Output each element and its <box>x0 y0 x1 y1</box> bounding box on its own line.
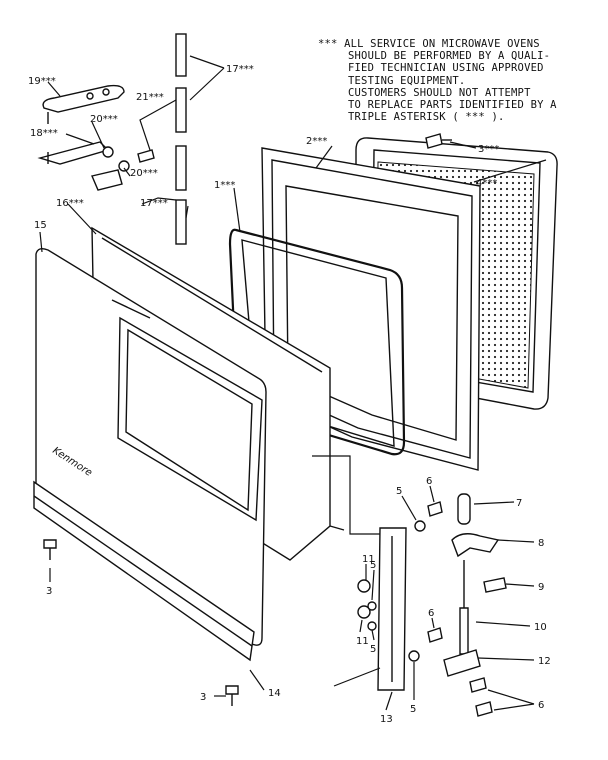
note-line-7: TRIPLE ASTERISK ( *** ). <box>348 111 505 124</box>
label-20-lower: 20*** <box>130 168 158 179</box>
screws <box>43 133 452 706</box>
label-18: 18*** <box>30 128 58 139</box>
note-line-5: CUSTOMERS SHOULD NOT ATTEMPT <box>348 86 531 99</box>
label-21: 21*** <box>136 92 164 103</box>
label-10: 10 <box>534 622 547 633</box>
label-7: 7 <box>516 498 522 509</box>
label-1: 1*** <box>214 180 235 191</box>
label-3-bottom: 3 <box>200 692 206 703</box>
label-17-lower: 17*** <box>140 198 168 209</box>
outer-door: Kenmore <box>35 247 267 646</box>
note-line-2: SHOULD BE PERFORMED BY A QUALI- <box>348 50 551 63</box>
label-12: 12 <box>538 656 551 667</box>
label-6-top: 6 <box>426 476 432 487</box>
label-15: 15 <box>34 220 47 231</box>
label-5-mid-upper: 5 <box>370 560 376 571</box>
label-17-top: 17*** <box>226 64 254 75</box>
latch-assembly <box>357 493 507 717</box>
label-19: 19*** <box>28 76 56 87</box>
label-9: 9 <box>538 582 544 593</box>
label-11-lower: 11 <box>356 636 369 647</box>
note-line-1: *** ALL SERVICE ON MICROWAVE OVENS <box>318 38 540 50</box>
leader-lines <box>39 55 547 711</box>
hinge-screws <box>102 146 155 172</box>
hinge-shims <box>175 33 187 245</box>
label-5-mid-lower: 5 <box>370 644 376 655</box>
note-line-6: TO REPLACE PARTS IDENTIFIED BY A <box>348 99 557 112</box>
note-line-3: FIED TECHNICIAN USING APPROVED <box>348 62 544 75</box>
label-4: 4*** <box>476 178 497 189</box>
label-8: 8 <box>538 538 544 549</box>
label-14: 14 <box>268 688 281 699</box>
label-5-bottom: 5 <box>410 704 416 715</box>
explosion-lines <box>312 455 381 687</box>
label-2: 2*** <box>306 136 327 147</box>
label-3-top: 3*** <box>478 144 499 155</box>
label-5-top: 5 <box>396 486 402 497</box>
service-warning-note: *** ALL SERVICE ON MICROWAVE OVENS SHOUL… <box>318 38 598 123</box>
bottom-trim <box>33 480 255 662</box>
label-11-top: 11 <box>362 554 375 565</box>
label-16: 16*** <box>56 198 84 209</box>
label-3-left: 3 <box>46 586 52 597</box>
note-line-4: TESTING EQUIPMENT. <box>348 74 466 87</box>
label-6-mid: 6 <box>428 608 434 619</box>
label-6-bottom: 6 <box>538 700 544 711</box>
label-13: 13 <box>380 714 393 725</box>
label-20-upper: 20*** <box>90 114 118 125</box>
part-labels: 17*** 19*** 21*** 18*** 20*** 20*** 17**… <box>28 64 551 725</box>
